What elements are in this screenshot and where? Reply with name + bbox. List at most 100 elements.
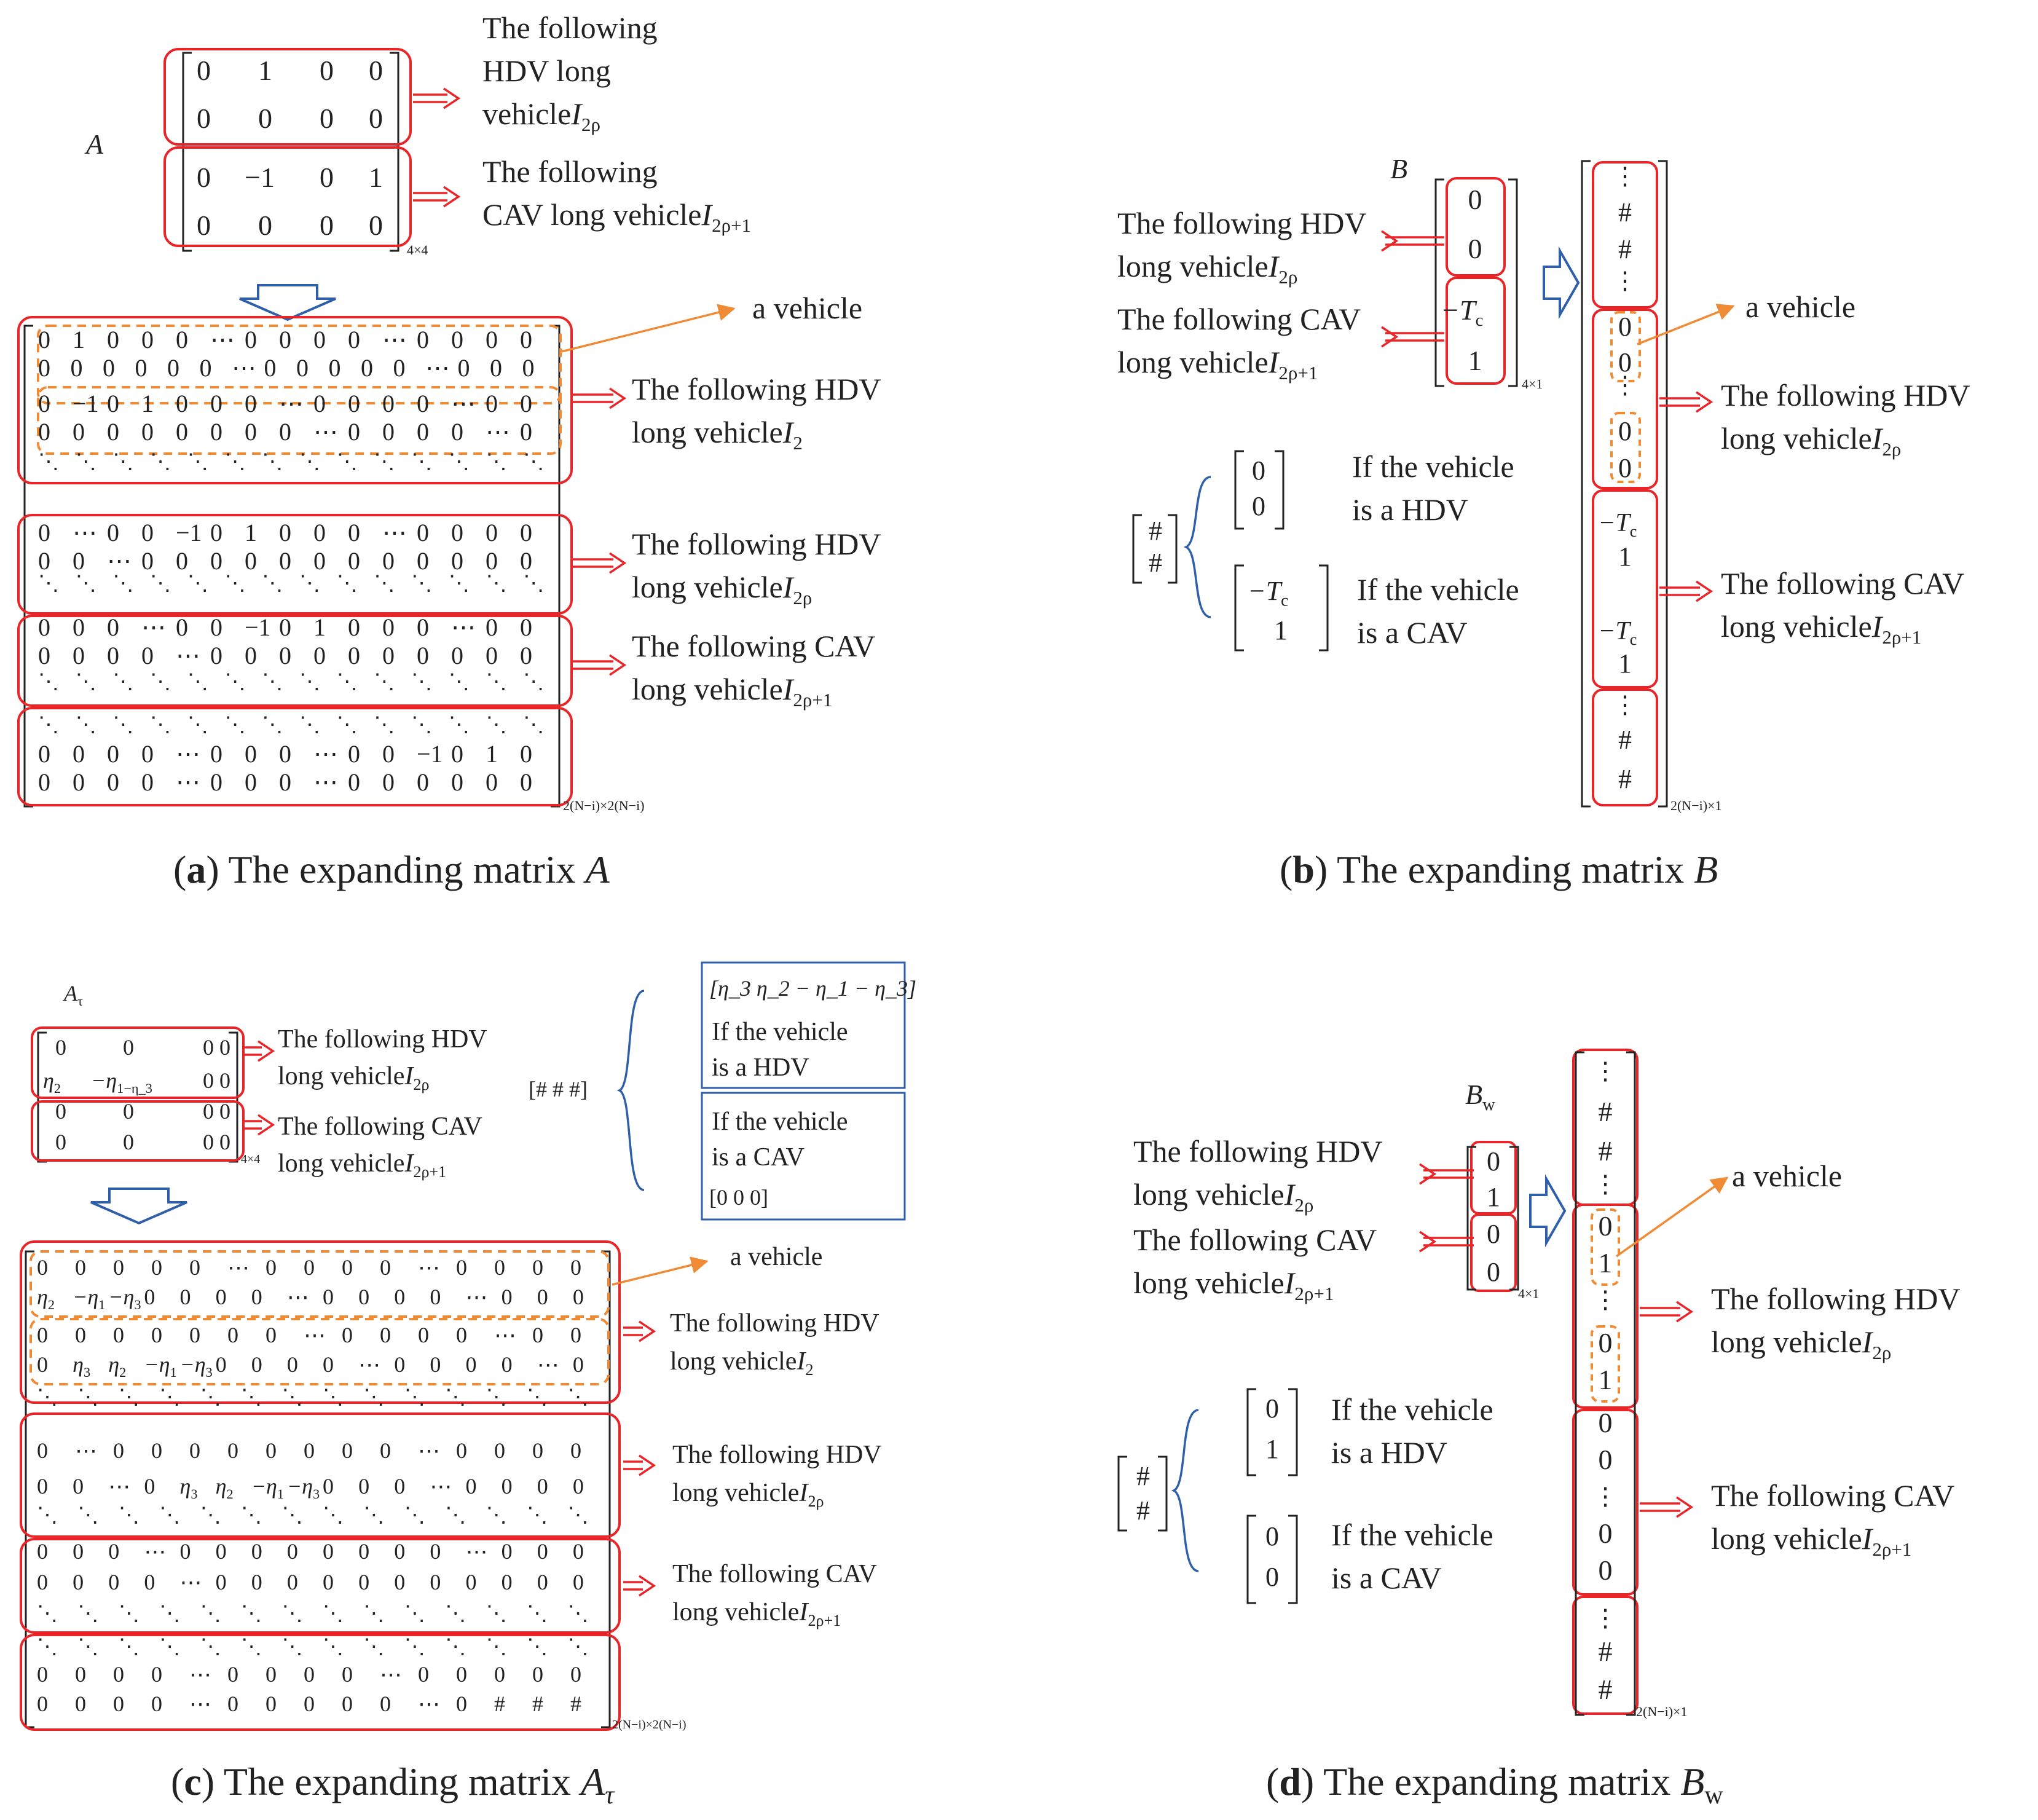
b-right-arrow: [1543, 246, 1580, 320]
c-big-dots-1-ddots: ⋱: [568, 1386, 589, 1409]
a-big-row-cell: 0: [486, 547, 498, 575]
c-big-row-cell: 0: [466, 1474, 477, 1499]
b-col-cell: −Tc: [1598, 509, 1637, 540]
a-big-row-cell: ⋯: [382, 519, 407, 546]
a-big-arrow-2: [573, 552, 627, 574]
c-big-row-cell: 0: [537, 1285, 548, 1309]
a-big-label-1-line: The following HDV: [632, 372, 881, 406]
d-hash-bracket-right: [1158, 1456, 1168, 1532]
c-big-row-cell: 0: [466, 1352, 477, 1377]
c-big-dots-3-ddots: ⋱: [37, 1602, 58, 1625]
c-big-dots-4-ddots: ⋱: [404, 1636, 425, 1658]
a-big-row-cell: 0: [107, 768, 119, 796]
a-big-row-cell: 1: [73, 326, 85, 353]
a-big-row-cell: 0: [141, 642, 154, 669]
c-big-dots-1-ddots: ⋱: [241, 1386, 262, 1409]
a-big-row-cell: 0: [417, 390, 429, 417]
c-big-row-cell: 0: [75, 1692, 86, 1716]
a-vehicle-label: a vehicle: [752, 291, 862, 325]
c-big-dots-4-ddots: ⋱: [119, 1636, 140, 1658]
d-col-label-cav-symbol: I2ρ+1: [1862, 1521, 1912, 1560]
a-big-row-cell: 0: [520, 613, 532, 641]
c-big-row-cell: 0: [266, 1692, 277, 1716]
a-arrow-hdv: [413, 87, 461, 109]
c-big-row-cell: 0: [113, 1438, 124, 1463]
c-label-cav-line: The following CAV: [278, 1113, 482, 1141]
a-big-row-cell: 0: [486, 642, 498, 669]
c-small-cell: 0: [123, 1130, 134, 1154]
a-big-dots-2-ddots: ⋱: [374, 572, 395, 595]
c-big-dots-3-ddots: ⋱: [241, 1602, 262, 1625]
b-col-block-3: [1592, 489, 1658, 688]
c-big-dots-3-ddots: ⋱: [159, 1602, 180, 1625]
a-big-dots-1-ddots: ⋱: [337, 451, 358, 473]
a-big-row-cell: 0: [313, 642, 326, 669]
b-small-cell: 0: [1468, 233, 1482, 264]
a-big-row-cell: 0: [279, 642, 291, 669]
d-hdv-cell: 1: [1265, 1434, 1279, 1464]
c-big-row-cell: 0: [144, 1285, 155, 1309]
c-big-row-cell: −η3: [180, 1352, 213, 1380]
c-big-dots-2-ddots: ⋱: [404, 1504, 425, 1527]
a-big-row-cell: 0: [38, 642, 50, 669]
a-big-dots-4-ddots: ⋱: [523, 714, 544, 736]
a-big-dots-4-ddots: ⋱: [187, 714, 208, 736]
d-col-cell: 0: [1599, 1327, 1613, 1358]
c-big-dots-4-ddots: ⋱: [282, 1636, 303, 1658]
a-big-row-cell: 0: [520, 547, 532, 575]
c-big-row-cell: 0: [394, 1474, 405, 1499]
d-col-block-3: [1572, 1409, 1639, 1596]
c-small-cell: 0 0: [203, 1130, 230, 1154]
c-big-arrow-1: [623, 1320, 656, 1342]
c-big-row-cell: 0: [537, 1570, 548, 1594]
c-big-dots-3-ddots: ⋱: [445, 1602, 466, 1625]
c-big-row-cell: 0: [304, 1692, 315, 1716]
d-brace: [1171, 1409, 1199, 1572]
b-label-cav-symbol: I2ρ+1: [1268, 345, 1318, 384]
a-small-cell: 0: [197, 55, 211, 86]
a-big-dots-1-ddots: ⋱: [449, 451, 470, 473]
a-big-row-cell: ⋯: [451, 613, 476, 641]
c-brace: [616, 990, 645, 1191]
a-big-row-cell: 0: [210, 547, 222, 575]
b-if-cav-line: is a CAV: [1357, 615, 1468, 650]
c-if-hdv-line: If the vehicle: [712, 1018, 848, 1046]
c-hdv-row: [η_3 η_2 − η_1 − η_3]: [709, 976, 916, 1001]
c-big-row-cell: ⋯: [358, 1352, 380, 1377]
a-big-row-cell: 0: [103, 354, 115, 382]
a-big-row-cell: 0: [73, 418, 85, 446]
a-big-row-cell: 0: [348, 642, 360, 669]
b-if-cav-line: If the vehicle: [1357, 572, 1519, 607]
a-label-cav-line: CAV long vehicle: [482, 197, 701, 232]
c-big-row-cell: 0: [37, 1438, 48, 1463]
b-arrow-cav: [1381, 326, 1444, 348]
a-big-dots-3-ddots: ⋱: [187, 671, 208, 693]
a-big-row-cell: 0: [38, 740, 50, 768]
a-small-cell: −1: [245, 162, 275, 193]
c-big-row-cell: η2: [216, 1474, 234, 1502]
c-big-row-cell: 0: [380, 1255, 391, 1280]
c-big-row-cell: 0: [532, 1438, 543, 1463]
b-hdv-bracket-right: [1275, 450, 1285, 530]
d-if-cav-line: If the vehicle: [1331, 1518, 1493, 1552]
c-big-row-cell: ⋯: [108, 1474, 130, 1499]
c-big-row-cell: ⋯: [75, 1438, 97, 1463]
a-big-row-cell: ⋯: [451, 390, 476, 417]
a-big-row-cell: 0: [458, 354, 470, 382]
c-big-label-3-line: long vehicle: [672, 1598, 799, 1626]
b-small-size: 4×1: [1522, 376, 1543, 392]
c-big-dots-2-ddots: ⋱: [486, 1504, 507, 1527]
c-big-row-cell: 0: [304, 1255, 315, 1280]
c-big-row-cell: 0: [358, 1285, 369, 1309]
c-big-row-cell: 0: [418, 1323, 429, 1347]
c-big-row-cell: 0: [430, 1539, 441, 1564]
c-big-row-cell: ⋯: [304, 1323, 326, 1347]
c-big-dots-1-ddots: ⋱: [200, 1386, 221, 1409]
c-big-row-cell: 0: [537, 1539, 548, 1564]
c-big-dots-1-ddots: ⋱: [119, 1386, 140, 1409]
c-big-row-cell: 0: [180, 1285, 191, 1309]
d-col-block-4: [1572, 1596, 1639, 1715]
a-big-label-2-line: The following HDV: [632, 527, 881, 561]
a-big-row-cell: 0: [417, 547, 429, 575]
